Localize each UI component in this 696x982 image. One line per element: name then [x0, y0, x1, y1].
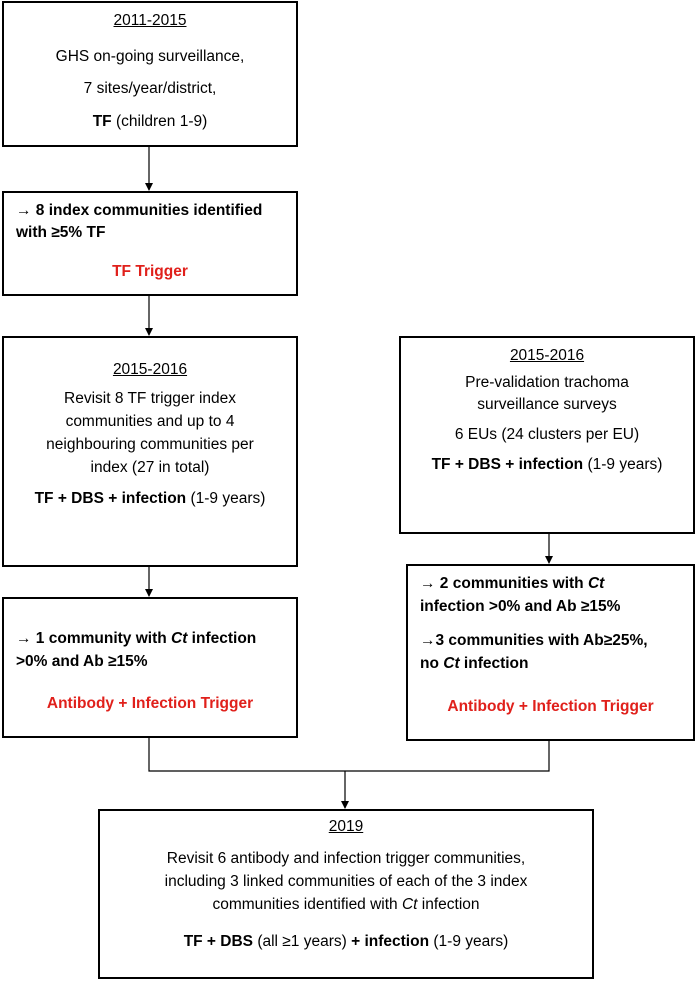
box-text: with ≥5% TF	[16, 224, 106, 241]
box-text: Revisit 6 antibody and infection trigger…	[166, 850, 526, 867]
box-text: communities and up to 4	[65, 413, 235, 430]
box-text: →3 communities with Ab≥25%,	[420, 632, 648, 649]
box-text: GHS on-going surveillance,	[55, 48, 245, 65]
pre-validation-2015-2016-box: 2015-2016 Pre-validation trachoma survei…	[399, 336, 695, 534]
box-text: → 2 communities with Ct	[420, 575, 605, 592]
revisit-2015-2016-box: 2015-2016 Revisit 8 TF trigger index com…	[2, 336, 298, 567]
year-heading: 2015-2016	[509, 347, 585, 364]
box-text: index (27 in total)	[90, 459, 210, 476]
year-heading: 2011-2015	[113, 12, 187, 29]
communities-ct-ab-box: → 2 communities with Ct infection >0% an…	[406, 564, 695, 741]
box-text: including 3 linked communities of each o…	[164, 873, 528, 890]
box-text: Revisit 8 TF trigger index	[64, 390, 236, 407]
box-text: no Ct infection	[420, 655, 529, 672]
antibody-infection-trigger-label: Antibody + Infection Trigger	[447, 698, 654, 715]
index-communities-box: → 8 index communities identified with ≥5…	[2, 191, 298, 296]
tf-trigger-label: TF Trigger	[112, 263, 188, 280]
surveillance-2011-2015-box: 2011-2015 GHS on-going surveillance, 7 s…	[2, 1, 298, 147]
box-text: surveillance surveys	[477, 396, 617, 413]
box-text: TF (children 1-9)	[92, 113, 208, 130]
box-text: neighbouring communities per	[46, 436, 254, 453]
box-text: >0% and Ab ≥15%	[16, 653, 148, 670]
box-text: 7 sites/year/district,	[83, 80, 217, 97]
community-ct-infection-box: → 1 community with Ct infection >0% and …	[2, 597, 298, 738]
box-text: 6 EUs (24 clusters per EU)	[454, 426, 640, 443]
join-line	[148, 738, 550, 772]
box-text: TF + DBS + infection (1-9 years)	[34, 490, 266, 507]
revisit-2019-box: 2019 Revisit 6 antibody and infection tr…	[98, 809, 594, 979]
box-text: TF + DBS (all ≥1 years) + infection (1-9…	[183, 933, 509, 950]
year-heading: 2015-2016	[112, 361, 188, 378]
box-text: infection >0% and Ab ≥15%	[420, 598, 621, 615]
box-text: → 8 index communities identified	[16, 202, 263, 219]
box-text: → 1 community with Ct infection	[16, 630, 257, 647]
antibody-infection-trigger-label: Antibody + Infection Trigger	[46, 695, 254, 712]
year-heading: 2019	[328, 818, 364, 835]
box-text: communities identified with Ct infection	[212, 896, 480, 913]
box-text: TF + DBS + infection (1-9 years)	[431, 456, 663, 473]
box-text: Pre-validation trachoma	[465, 374, 629, 391]
